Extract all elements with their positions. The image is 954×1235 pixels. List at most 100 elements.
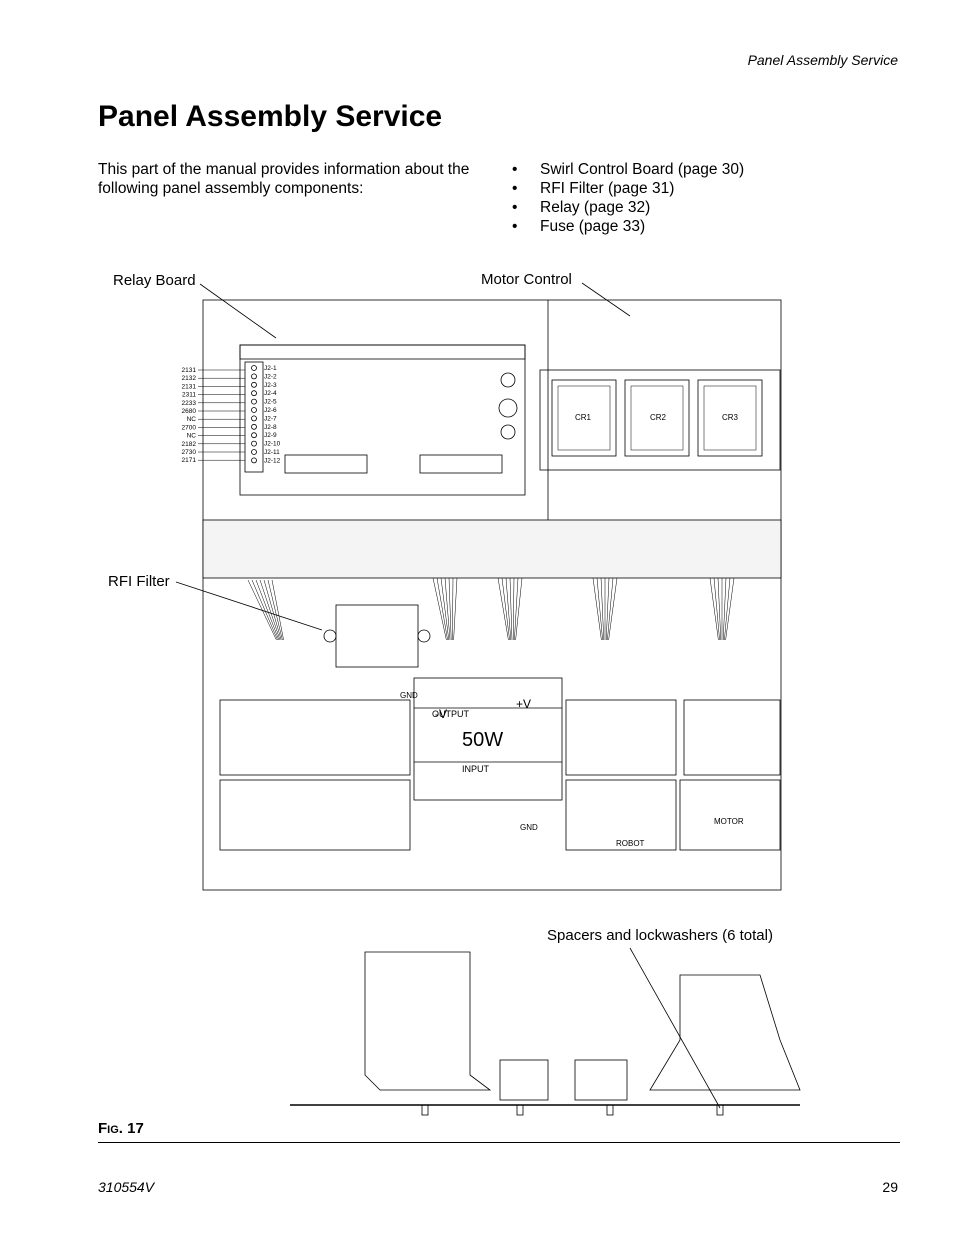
- relay-cover: [557, 385, 611, 451]
- robot-label: ROBOT: [616, 839, 645, 848]
- pin-dot: [251, 449, 257, 455]
- j2-pin-label: J2-9: [264, 432, 277, 439]
- wire-label: 2171: [182, 457, 197, 464]
- wire: [514, 577, 519, 641]
- wire: [497, 577, 509, 641]
- side-component-mid: [499, 1059, 549, 1101]
- j2-pin-label: J2-2: [264, 373, 277, 380]
- wire: [448, 577, 452, 641]
- leader-relay-board: [199, 283, 277, 339]
- pin-dot: [251, 415, 257, 422]
- callout-rfi-filter: RFI Filter: [108, 573, 170, 590]
- board-hole: [500, 372, 516, 388]
- pin-dot: [251, 381, 257, 388]
- terminal-rail-left: [219, 699, 411, 776]
- running-header: Panel Assembly Service: [747, 52, 898, 68]
- relay-label: CR3: [722, 413, 739, 422]
- j2-pin-label: J2-4: [264, 390, 277, 397]
- wire: [607, 577, 614, 641]
- wire: [596, 577, 603, 641]
- panel-outline: [202, 299, 782, 891]
- j2-lower-connector-b: [419, 454, 503, 474]
- relay-body: [697, 379, 763, 457]
- pin-dot: [251, 440, 257, 447]
- psu-label: OUTPUT: [432, 709, 470, 719]
- pin-dot: [251, 390, 257, 397]
- terminal-rail-motor: [683, 699, 781, 776]
- j2-pin-label: J2-3: [264, 382, 277, 389]
- list-item: Swirl Control Board (page 30): [512, 160, 744, 179]
- leader-motor-control: [581, 282, 631, 317]
- relay-cover: [703, 385, 757, 451]
- callout-motor-control: Motor Control: [481, 271, 572, 288]
- wire-label: 2131: [182, 383, 197, 390]
- wire-label: 2700: [182, 424, 197, 431]
- wire: [444, 577, 451, 641]
- wire: [247, 579, 277, 641]
- wire-label: NC: [187, 416, 197, 423]
- rfi-mount-hole: [417, 629, 431, 643]
- side-component-mid: [574, 1059, 628, 1101]
- wire: [713, 577, 720, 641]
- wire-label: 2730: [182, 449, 197, 456]
- wire: [263, 579, 282, 641]
- j2-pin-label: J2-1: [264, 365, 277, 372]
- wire-label: 2233: [182, 400, 197, 407]
- gnd-label: GND: [520, 823, 538, 832]
- psu-label: -V: [435, 707, 447, 721]
- pin-dot: [251, 373, 257, 380]
- side-component-left: [364, 951, 492, 1091]
- spacer: [606, 1104, 614, 1116]
- wire-label: 2182: [182, 441, 197, 448]
- wire: [722, 577, 727, 641]
- callout-spacers: Spacers and lockwashers (6 total): [547, 927, 773, 944]
- footer-rule: [98, 1142, 900, 1143]
- wire: [608, 577, 618, 641]
- relay-body: [624, 379, 690, 457]
- relay-label: CR2: [650, 413, 667, 422]
- list-item: Fuse (page 33): [512, 217, 744, 236]
- terminal-rail-robot: [565, 699, 677, 776]
- psu-watt: 50W: [462, 729, 503, 751]
- callout-relay-board: Relay Board: [113, 272, 196, 289]
- j2-pin-label: J2-7: [264, 415, 277, 422]
- rfi-mount-hole: [323, 629, 337, 643]
- relay-cover: [630, 385, 684, 451]
- pin-dot: [251, 398, 257, 405]
- leader-spacers: [629, 947, 721, 1109]
- wire: [505, 577, 512, 641]
- wire: [255, 579, 280, 641]
- wire: [440, 577, 450, 641]
- spacer: [716, 1104, 724, 1116]
- j2-connector: [244, 361, 264, 473]
- wire: [453, 577, 458, 641]
- wire-label: 2132: [182, 375, 197, 382]
- wire: [724, 577, 731, 641]
- relay-board-rail: [239, 344, 526, 360]
- relay-body: [551, 379, 617, 457]
- wire: [592, 577, 602, 641]
- list-item: Relay (page 32): [512, 198, 744, 217]
- pin-dot: [251, 423, 257, 430]
- wire: [600, 577, 605, 641]
- psu-label: +V: [516, 697, 531, 711]
- relay-board: [239, 344, 526, 496]
- label-robot: [565, 779, 677, 851]
- wire-label: 2131: [182, 367, 197, 374]
- spacer: [421, 1104, 429, 1116]
- component-list: Swirl Control Board (page 30) RFI Filter…: [512, 160, 744, 236]
- rfi-filter: [335, 604, 419, 668]
- wire: [251, 579, 278, 641]
- wire: [709, 577, 719, 641]
- wire-label: 2311: [182, 392, 196, 399]
- board-hole: [500, 424, 516, 440]
- leader-rfi-filter: [175, 581, 323, 631]
- j2-pin-label: J2-11: [264, 449, 280, 456]
- spacer: [516, 1104, 524, 1116]
- relay-label: CR1: [575, 413, 592, 422]
- j2-pin-label: J2-8: [264, 424, 277, 431]
- pin-dot: [251, 457, 257, 464]
- pin-dot: [251, 407, 257, 413]
- pin-dot: [251, 365, 257, 371]
